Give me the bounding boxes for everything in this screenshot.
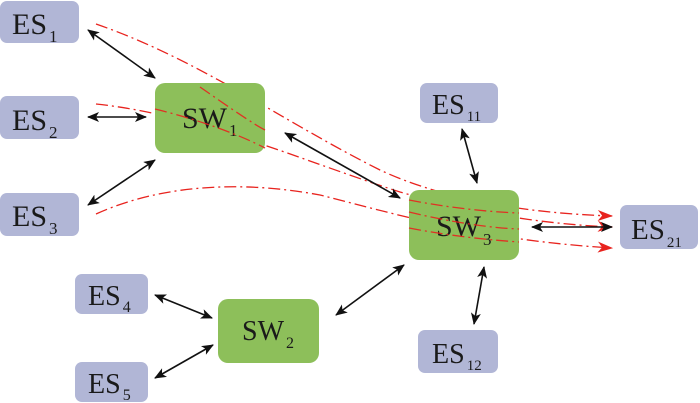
link-sw2-sw3 bbox=[335, 264, 405, 316]
node-label: ES bbox=[88, 281, 121, 312]
flow-es3-es21 bbox=[95, 186, 614, 253]
link-es12-sw3 bbox=[470, 266, 488, 325]
node-subscript: 1 bbox=[49, 27, 58, 46]
link-es11-sw3 bbox=[460, 128, 479, 184]
node-label: SW bbox=[242, 316, 285, 347]
node-label: SW bbox=[436, 210, 482, 243]
node-subscript: 2 bbox=[286, 335, 294, 352]
node-subscript: 5 bbox=[123, 387, 131, 403]
links bbox=[87, 29, 613, 379]
svg-text:SW1: SW1 bbox=[182, 102, 238, 140]
flow-overlay-3 bbox=[408, 199, 520, 214]
link-es1-sw1 bbox=[87, 29, 156, 79]
flow-overlay-1 bbox=[199, 86, 266, 131]
node-label: ES bbox=[12, 8, 47, 41]
node-label: ES bbox=[12, 200, 47, 233]
node-label: ES bbox=[12, 104, 47, 137]
node-subscript: 12 bbox=[467, 358, 482, 374]
link-es3-sw1 bbox=[87, 159, 156, 206]
link-sw1-sw3 bbox=[284, 132, 401, 199]
svg-text:ES5: ES5 bbox=[88, 369, 131, 403]
link-es5-sw2 bbox=[154, 344, 214, 379]
svg-text:ES1: ES1 bbox=[12, 8, 58, 46]
node-label: ES bbox=[631, 214, 665, 246]
node-label: ES bbox=[432, 339, 465, 370]
flows-overlay bbox=[154, 86, 520, 243]
flow-overlay-4 bbox=[408, 211, 520, 230]
flow-overlay-5 bbox=[408, 227, 520, 243]
node-subscript: 21 bbox=[667, 235, 682, 251]
link-es4-sw2 bbox=[154, 294, 213, 319]
svg-text:ES2: ES2 bbox=[12, 104, 58, 142]
svg-text:SW2: SW2 bbox=[242, 316, 294, 352]
svg-text:ES3: ES3 bbox=[12, 200, 58, 238]
node-subscript: 3 bbox=[483, 230, 492, 249]
node-subscript: 3 bbox=[49, 219, 58, 238]
node-label: ES bbox=[432, 90, 465, 121]
node-subscript: 4 bbox=[123, 299, 131, 316]
node-label: SW bbox=[182, 102, 228, 135]
svg-text:ES4: ES4 bbox=[88, 281, 131, 316]
node-subscript: 1 bbox=[229, 121, 238, 140]
svg-text:SW3: SW3 bbox=[436, 210, 492, 249]
node-label: ES bbox=[88, 369, 121, 400]
node-subscript: 11 bbox=[467, 109, 481, 125]
node-subscript: 2 bbox=[49, 123, 58, 142]
